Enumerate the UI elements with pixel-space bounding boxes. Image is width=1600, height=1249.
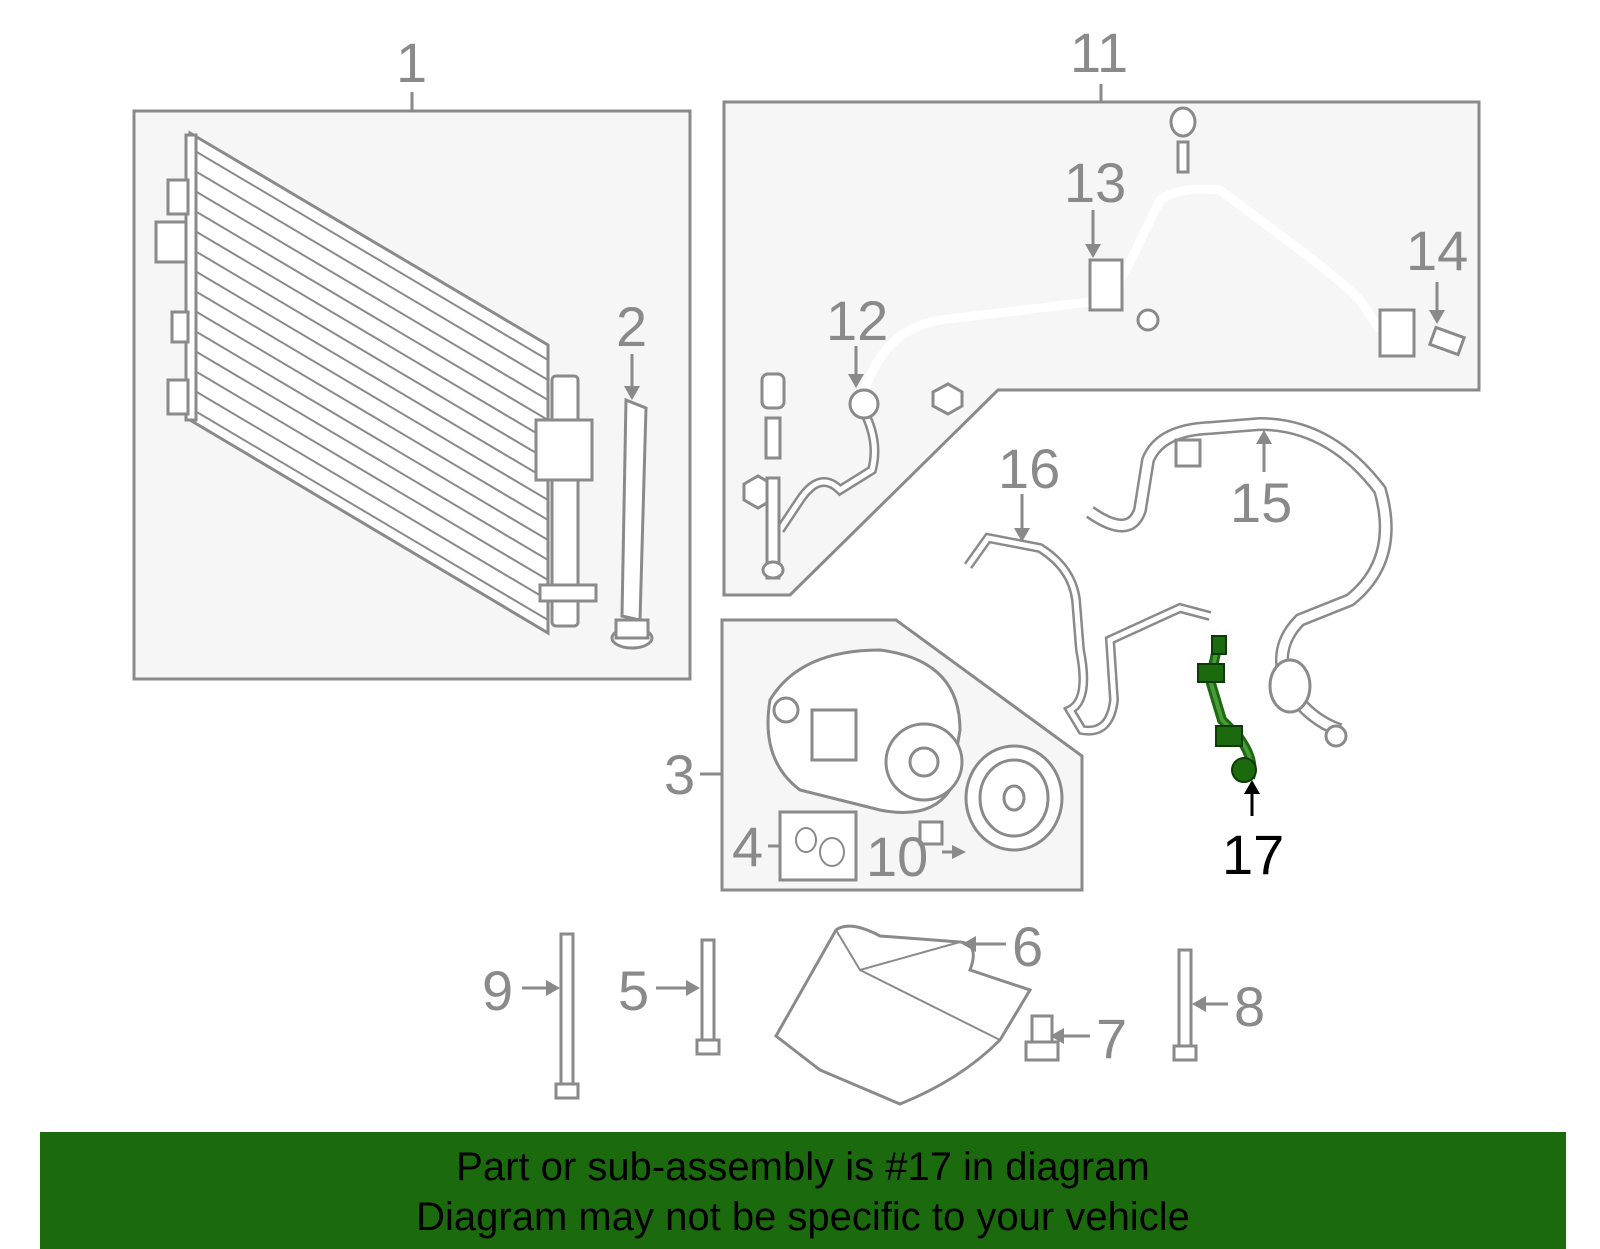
condenser-group [132,92,692,681]
callout-13: 13 [1064,151,1126,214]
bolt-5 [656,938,721,1056]
callout-6: 6 [1012,915,1043,978]
footer-banner: Part or sub-assembly is #17 in diagram D… [40,1132,1566,1249]
callout-1: 1 [396,31,427,94]
footer-line-2: Diagram may not be specific to your vehi… [416,1195,1190,1239]
pressure-switch-icon [1427,325,1467,357]
hose-clamp [1174,438,1202,468]
callout-15: 15 [1230,471,1292,534]
callout-14: 14 [1406,219,1468,282]
callout-17: 17 [1222,823,1284,886]
clutch-connector [918,820,944,846]
callout-4: 4 [732,815,763,878]
footer-line-1: Part or sub-assembly is #17 in diagram [456,1145,1150,1189]
discharge-hose-15 [1085,416,1393,748]
callout-7: 7 [1096,1007,1127,1070]
highlighted-line-17 [1197,635,1260,816]
hose-group-11 [722,84,1481,597]
muffler [1268,658,1312,714]
callout-3: 3 [664,743,695,806]
hose-fitting [1378,308,1416,358]
service-cap-icon [1169,106,1197,138]
callout-5: 5 [618,959,649,1022]
bolt-7 [1024,1014,1090,1062]
callout-16: 16 [998,437,1060,500]
callout-8: 8 [1234,975,1265,1038]
callout-12: 12 [826,289,888,352]
bolt-8 [1172,948,1228,1062]
callout-10: 10 [866,825,928,888]
condenser-fins [189,147,549,621]
hose-bracket [1088,258,1124,312]
hose-box [722,100,1481,597]
drier-cartridge [610,354,654,650]
compressor-group [700,618,1084,892]
callout-11: 11 [1070,21,1128,84]
heat-shield-6 [774,924,1033,1106]
callout-9: 9 [482,959,513,1022]
liquid-line-16 [963,494,1212,736]
bolt-9 [522,932,580,1100]
oring-kit-box [778,810,858,882]
callout-2: 2 [616,295,647,358]
